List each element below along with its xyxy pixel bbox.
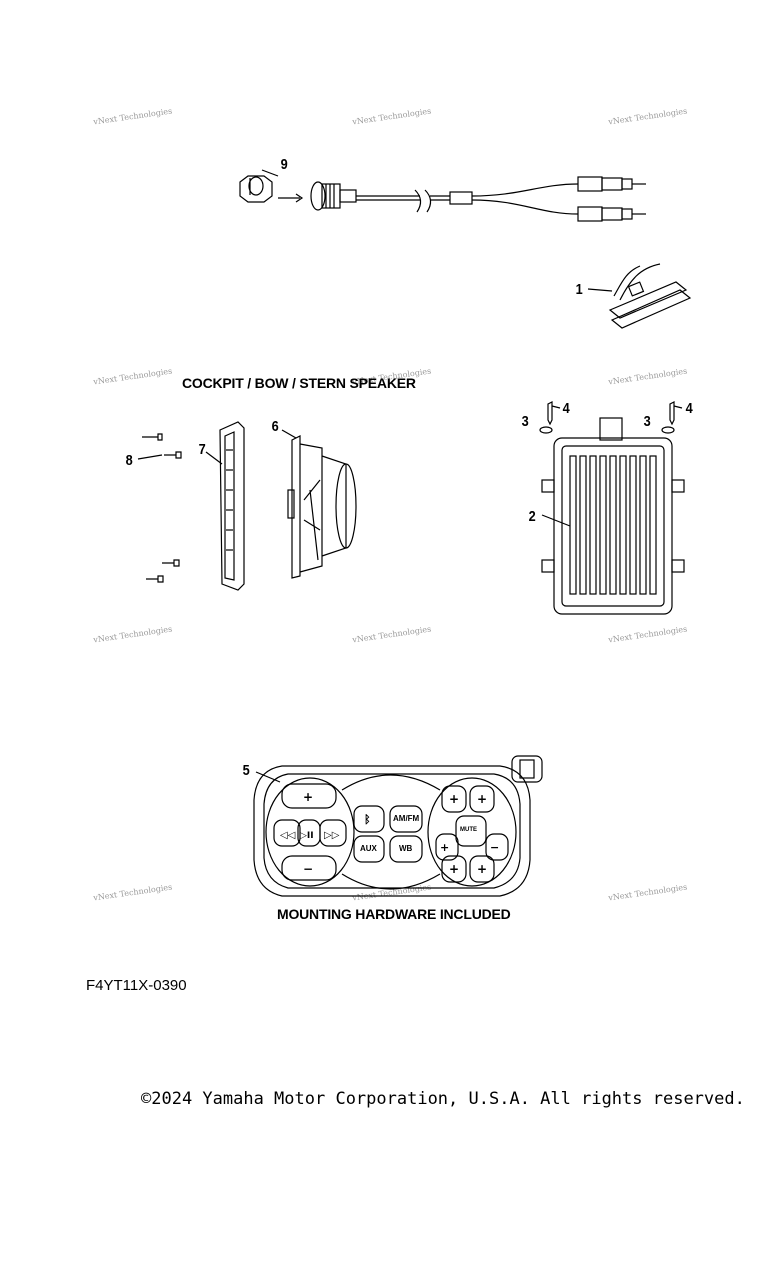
remote-button-wb: WB — [399, 844, 413, 853]
svg-text:+: + — [477, 862, 487, 876]
speaker-part-6 — [287, 435, 357, 579]
aux-input-jack — [310, 181, 357, 211]
svg-text:+: + — [449, 792, 459, 806]
copyright-notice: ©2024 Yamaha Motor Corporation, U.S.A. A… — [141, 1089, 745, 1109]
callout-7: 7 — [198, 441, 206, 458]
svg-text:−: − — [303, 862, 313, 876]
callout-3: 3 — [521, 413, 529, 430]
rca-plug-bottom — [577, 206, 646, 222]
svg-text:+: + — [303, 790, 313, 804]
remote-button-am-fm: AM/FM — [393, 814, 420, 823]
hardware-heading: MOUNTING HARDWARE INCLUDED — [277, 906, 511, 922]
screw-washer-left — [539, 401, 553, 434]
remote-part-5 — [253, 755, 543, 897]
svg-text:ᛒ: ᛒ — [364, 813, 371, 826]
callout-8: 8 — [125, 452, 133, 469]
callout-4: 4 — [685, 400, 693, 417]
callout-4: 4 — [562, 400, 570, 417]
callout-1: 1 — [575, 281, 583, 298]
callout-3: 3 — [643, 413, 651, 430]
callout-2: 2 — [528, 508, 536, 525]
harness-clip-part-1 — [608, 263, 692, 329]
svg-text:▷II: ▷II — [300, 831, 314, 841]
diagram-code: F4YT11X-0390 — [86, 977, 187, 994]
callout-6: 6 — [271, 418, 279, 435]
svg-text:+: + — [477, 792, 487, 806]
callout-9: 9 — [280, 156, 288, 173]
remote-button-mute: MUTE — [460, 827, 477, 833]
svg-text:▷▷: ▷▷ — [324, 830, 340, 841]
svg-text:−: − — [490, 841, 499, 854]
speaker-heading: COCKPIT / BOW / STERN SPEAKER — [182, 375, 416, 391]
callout-5: 5 — [242, 762, 250, 779]
remote-button-aux: AUX — [360, 844, 377, 853]
amplifier-part-2 — [541, 417, 685, 615]
aux-cap-part-9 — [239, 175, 273, 203]
svg-text:◁◁: ◁◁ — [280, 830, 296, 841]
screws-part-8 — [142, 433, 182, 583]
speaker-grille-part-7 — [219, 421, 245, 591]
rca-plug-top — [577, 176, 646, 192]
svg-text:+: + — [440, 841, 449, 854]
screw-washer-right — [661, 401, 675, 434]
svg-text:+: + — [449, 862, 459, 876]
